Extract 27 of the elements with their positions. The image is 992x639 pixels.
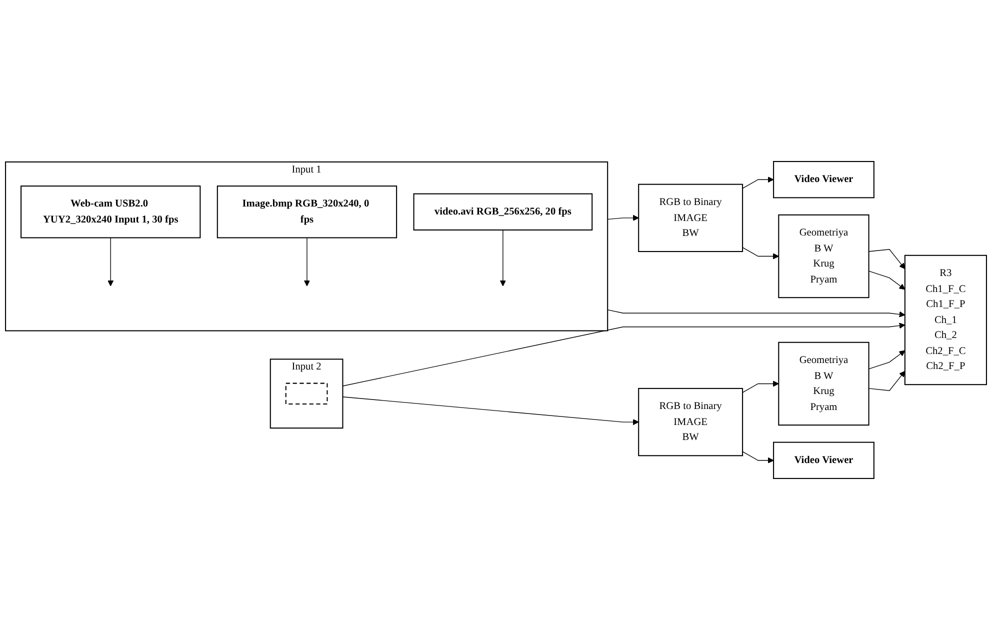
arrow (742, 246, 779, 259)
arrow (868, 370, 906, 390)
cluster: Input 2 (270, 358, 344, 428)
node-box (285, 382, 328, 404)
arrow (342, 322, 906, 386)
arrow (742, 450, 774, 463)
arrow (500, 229, 506, 286)
arrow (607, 308, 906, 317)
node-box: R3 Ch1_F_C Ch1_F_P Ch_1 Ch_2 Ch2_F_C Ch2_F_P (904, 254, 987, 385)
node-box: Geometriya B W Krug Pryam (778, 214, 870, 298)
arrow (607, 214, 639, 220)
node-box: RGB to Binary IMAGE BW (638, 183, 744, 252)
node-box: RGB to Binary IMAGE BW (638, 387, 744, 456)
node-box: Image.bmp RGB_320x240, 0 fps (216, 185, 398, 238)
arrow (868, 350, 906, 369)
arrow (304, 236, 310, 286)
arrow (742, 176, 774, 188)
node-box: Video Viewer (773, 441, 874, 478)
arrow (868, 248, 906, 269)
arrow (742, 380, 779, 392)
arrow (108, 236, 114, 286)
node-box: Video Viewer (773, 160, 874, 198)
arrow (868, 270, 906, 290)
arrow (342, 396, 639, 425)
node-box: Geometriya B W Krug Pryam (778, 341, 870, 426)
node-box: Web-cam USB2.0 YUY2_320x240 Input 1, 30 fps (20, 185, 201, 238)
node-box: video.avi RGB_256x256, 20 fps (413, 192, 593, 230)
